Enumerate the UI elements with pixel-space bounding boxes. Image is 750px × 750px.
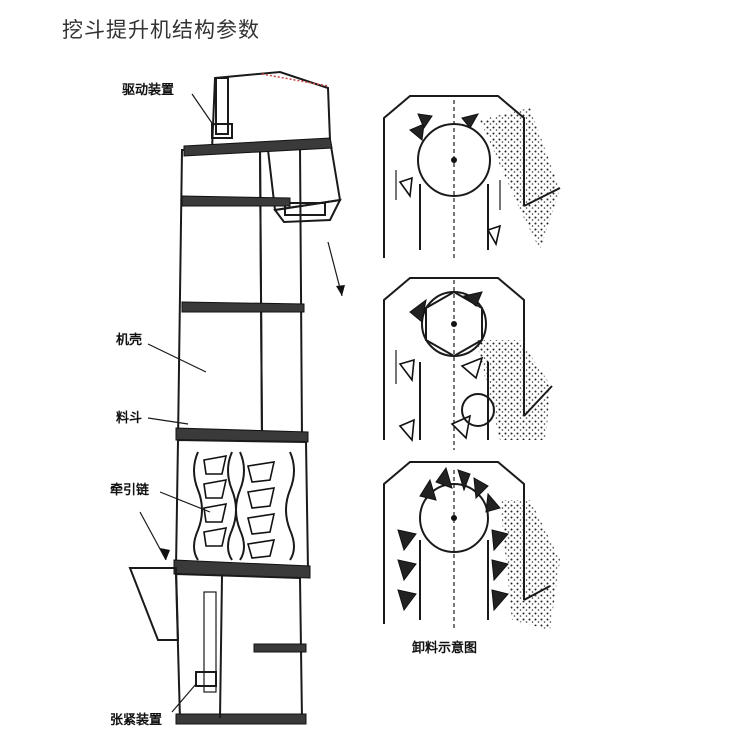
page-title: 挖斗提升机结构参数 [62,18,260,42]
label-tension: 张紧装置 [110,712,162,728]
discharge-diagram-3 [383,461,560,630]
elevator-casing [128,70,342,725]
label-drive: 驱动装置 [122,82,174,98]
discharge-diagram-1 [383,95,561,260]
discharge-diagram-2 [383,277,553,450]
label-casing: 机壳 [116,332,142,348]
chain-buckets [193,451,295,561]
label-bucket: 料斗 [116,410,142,426]
label-chain: 牵引链 [110,482,150,498]
label-discharge: 卸料示意图 [412,640,477,656]
leader-lines [139,93,345,713]
